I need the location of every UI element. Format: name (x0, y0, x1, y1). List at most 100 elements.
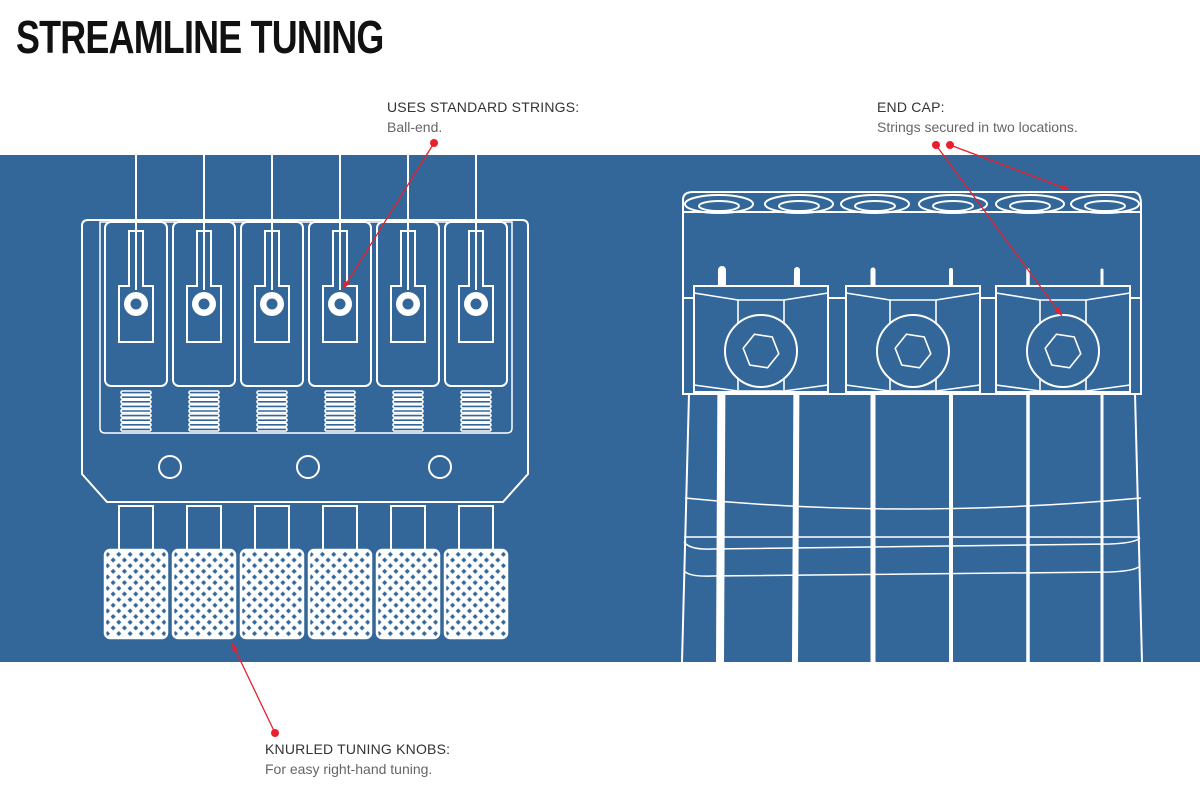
clamp-bevel (845, 384, 981, 392)
saddle (104, 221, 168, 387)
knob-stem (458, 505, 494, 551)
spring-coil (460, 422, 492, 428)
callout-leaders (231, 139, 1071, 737)
spring (324, 390, 356, 432)
ball-end-hole (334, 298, 346, 310)
end-cap-hole-inner (1009, 200, 1051, 212)
spring-coil (392, 408, 424, 414)
spring-coil (256, 408, 288, 414)
leader-line (935, 144, 1063, 317)
saddle (172, 221, 236, 387)
end-cap-hole-inner (932, 200, 974, 212)
callout-description: For easy right-hand tuning. (265, 761, 433, 777)
neck-edge (681, 393, 1143, 663)
spring-coil (256, 390, 288, 396)
saddle (376, 221, 440, 387)
ball-end-hole (266, 298, 278, 310)
callout-heading: END CAP: (877, 99, 945, 115)
spring-coil (188, 426, 220, 432)
spring-coil (392, 422, 424, 428)
hex-socket (742, 333, 780, 369)
spring-coil (120, 426, 152, 432)
hex-socket (894, 333, 932, 369)
saddle-slot (390, 230, 426, 343)
clamp-bevel (995, 384, 1131, 392)
spring-coil (256, 417, 288, 423)
spring-coil (256, 426, 288, 432)
callout-leader (231, 642, 279, 737)
tuning-knob (103, 548, 169, 640)
end-cap-hole-inner (698, 200, 740, 212)
hex-screw (1026, 314, 1100, 388)
callout-heading: KNURLED TUNING KNOBS: (265, 741, 451, 757)
spring-coil (188, 390, 220, 396)
hex-screw (876, 314, 950, 388)
spring-coil (188, 422, 220, 428)
knob-stem (186, 505, 222, 551)
spring-coil (460, 399, 492, 405)
spring-coil (460, 413, 492, 419)
saddle-slot (254, 230, 290, 343)
saddle-slot (186, 230, 222, 343)
callout-end-cap: END CAP: Strings secured in two location… (877, 97, 1078, 137)
clamp-block (995, 285, 1131, 393)
callout-leader (342, 139, 438, 290)
end-cap-hole-inner (778, 200, 820, 212)
spring-coil (392, 394, 424, 400)
spring-coil (188, 399, 220, 405)
tuning-knob (375, 548, 441, 640)
arrowhead (232, 643, 239, 652)
spring (120, 390, 152, 432)
page-title: STREAMLINE TUNING (16, 11, 384, 63)
callout-standard-strings: USES STANDARD STRINGS: Ball-end. (387, 97, 579, 137)
spring-coil (324, 399, 356, 405)
knob-stem (118, 505, 154, 551)
spring (188, 390, 220, 432)
mounting-hole (158, 455, 182, 479)
tuning-knob (239, 548, 305, 640)
spring-coil (256, 394, 288, 400)
contour-line (683, 565, 1141, 577)
spring-coil (460, 417, 492, 423)
spring-coil (324, 408, 356, 414)
spring-coil (392, 426, 424, 432)
spring-coil (324, 422, 356, 428)
bridge-plate (81, 219, 529, 503)
mounting-hole (296, 455, 320, 479)
spring-coil (324, 426, 356, 432)
spring-coil (120, 394, 152, 400)
tuning-knob (307, 548, 373, 640)
callout-leader (932, 141, 1063, 317)
spring (256, 390, 288, 432)
spring-coil (460, 394, 492, 400)
spring-coil (324, 413, 356, 419)
leader-line (342, 142, 435, 290)
end-cap-hole-inner (854, 200, 896, 212)
callout-leader (946, 141, 1071, 191)
spring-coil (188, 403, 220, 409)
spring-coil (392, 399, 424, 405)
clamp-bevel (995, 292, 1131, 301)
spring-coil (120, 413, 152, 419)
hex-socket (1044, 333, 1082, 369)
knob-stem (322, 505, 358, 551)
spring (460, 390, 492, 432)
clamp-bevel (693, 292, 829, 301)
spring-coil (188, 413, 220, 419)
spring-coil (120, 417, 152, 423)
spring-coil (256, 413, 288, 419)
ball-end-hole (130, 298, 142, 310)
spring-coil (324, 390, 356, 396)
arrowhead (1061, 184, 1070, 190)
spring-coil (324, 403, 356, 409)
spring-coil (392, 413, 424, 419)
spring-coil (460, 390, 492, 396)
ball-end-hole (470, 298, 482, 310)
spring-coil (392, 403, 424, 409)
mounting-hole (428, 455, 452, 479)
callout-heading: USES STANDARD STRINGS: (387, 99, 580, 115)
saddle (444, 221, 508, 387)
spring-coil (120, 408, 152, 414)
spring-coil (256, 399, 288, 405)
